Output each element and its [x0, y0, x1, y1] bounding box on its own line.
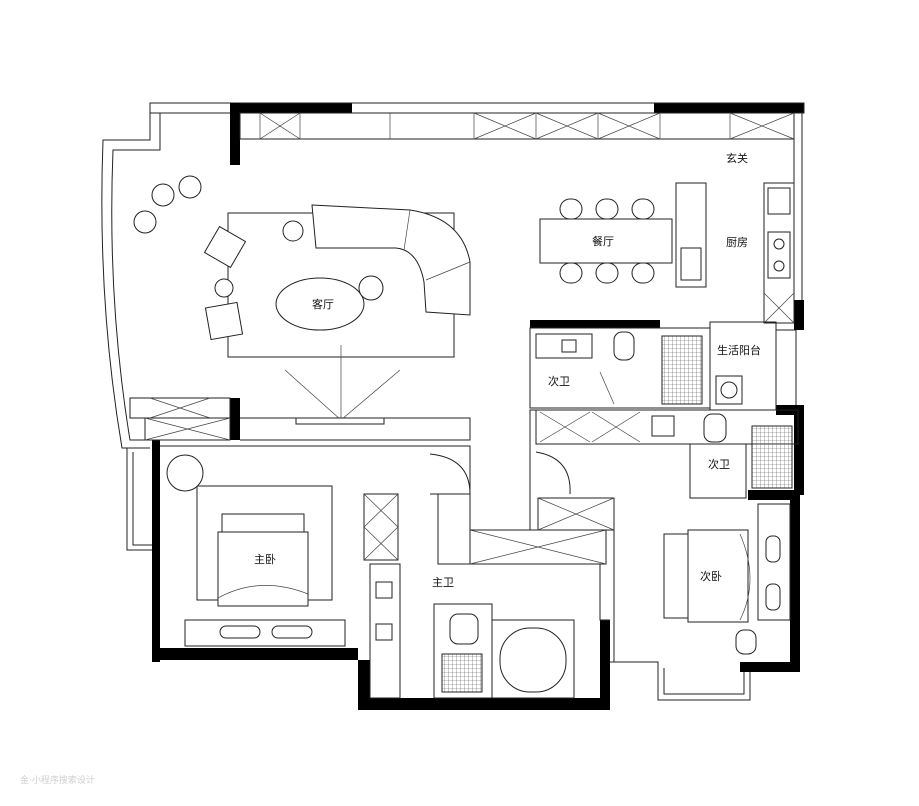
living-room-label: 客厅	[312, 297, 334, 311]
exterior-walls	[101, 102, 805, 710]
master-bath-label: 主卫	[432, 576, 454, 589]
dining-label: 餐厅	[592, 234, 614, 248]
watermark: 金·小程序搜索设计	[20, 774, 95, 786]
dining-area	[539, 182, 707, 288]
guest-bath-1-label: 次卫	[548, 374, 570, 388]
entrance-label: 玄关	[726, 151, 748, 165]
utility-balcony	[709, 321, 777, 411]
second-bedroom-label: 次卧	[700, 569, 722, 583]
master-bedroom-label: 主卧	[254, 553, 276, 566]
kitchen	[763, 182, 795, 324]
top-cabinet-band	[239, 112, 795, 140]
guest-bath-2	[535, 409, 799, 499]
kitchen-label: 厨房	[726, 236, 748, 249]
guest-bath-1	[529, 320, 711, 409]
interior-partitions	[160, 409, 615, 662]
living-room	[129, 175, 471, 441]
master-bath	[369, 493, 607, 699]
second-bedroom	[537, 497, 791, 655]
master-bedroom	[166, 454, 399, 647]
guest-bath-2-label: 次卫	[708, 457, 730, 471]
utility-balcony-label: 生活阳台	[717, 343, 761, 357]
